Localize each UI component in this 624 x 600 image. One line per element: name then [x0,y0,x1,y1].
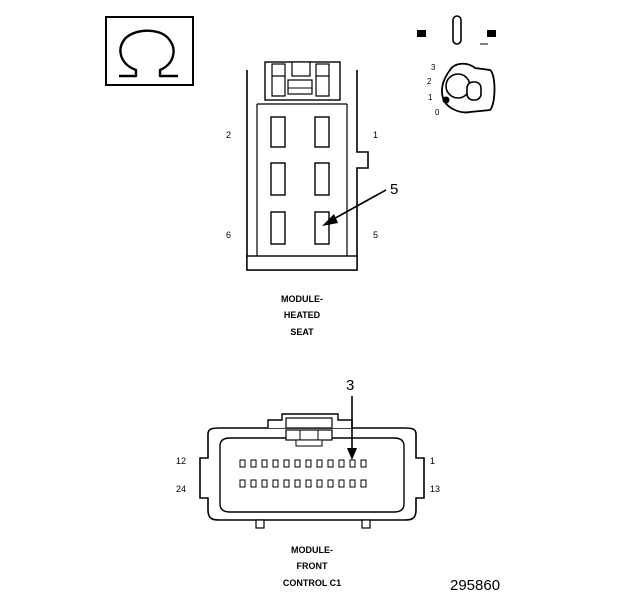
front-pin-label-13: 13 [430,484,440,494]
front-caption-line-3: CONTROL C1 [283,578,341,588]
front-caption-line-1: MODULE- [291,545,333,555]
ignition-key-icon: 3 2 1 0 [417,15,496,117]
key-position-1: 1 [428,93,433,102]
front-caption-line-2: FRONT [297,561,328,571]
seat-pin-label-1: 1 [373,130,378,140]
front-callout-arrow [347,396,357,460]
seat-pin-label-5: 5 [373,230,378,240]
seat-caption-line-2: HEATED [284,310,321,320]
key-position-2: 2 [427,77,432,86]
front-pin-label-24: 24 [176,484,186,494]
seat-callout-label: 5 [390,181,398,198]
seat-pin-label-2: 2 [226,130,231,140]
heated-seat-connector: 2 1 6 5 5 MODULE- HEATED SEAT [226,61,398,337]
seat-pin-label-6: 6 [226,230,231,240]
seat-caption-line-3: SEAT [290,327,314,337]
front-connector-pin-row-bottom [239,479,367,488]
front-pin-label-12: 12 [176,456,186,466]
front-pin-label-1: 1 [430,456,435,466]
seat-caption-line-1: MODULE- [281,294,323,304]
front-control-connector: 12 1 24 13 3 MODULE- FRONT CONTROL C1 [176,377,440,588]
key-position-0: 0 [435,108,440,117]
seat-callout-arrow [322,189,387,226]
front-callout-label: 3 [346,377,354,394]
figure-number: 295860 [450,577,500,594]
key-position-3: 3 [431,63,436,72]
omega-icon [105,16,194,86]
front-connector-pin-row-top [239,459,367,468]
